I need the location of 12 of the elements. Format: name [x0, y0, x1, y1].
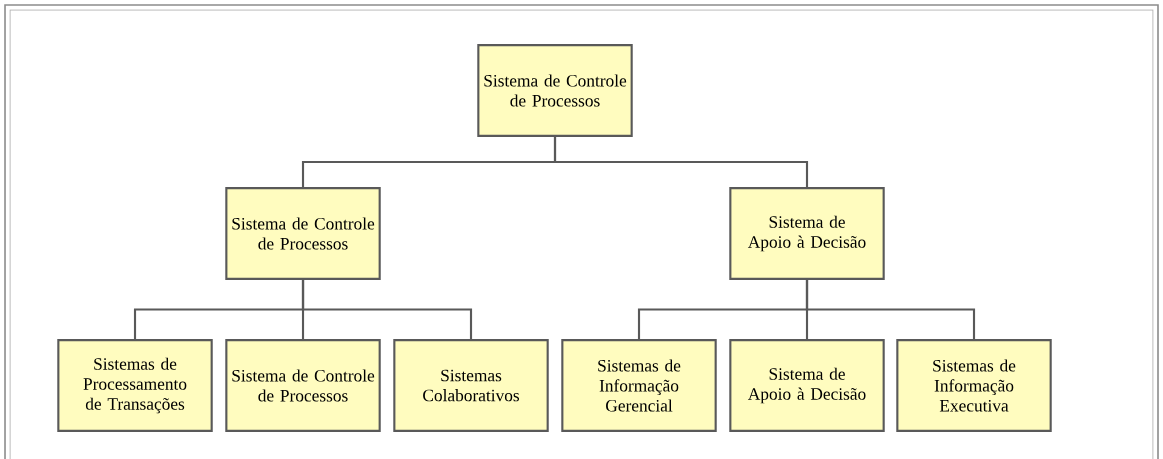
system-box: Sistemas de Informação Gerencial	[561, 339, 717, 432]
system-box: Sistema de Controle de Processos	[477, 44, 633, 137]
system-box: Sistema de Apoio à Decisão	[729, 187, 885, 280]
connector-line	[805, 279, 976, 340]
system-box: Sistema de Controle de Processos	[225, 187, 381, 280]
system-box: Sistemas de Informação Executiva	[896, 339, 1052, 432]
system-box: Sistemas Colaborativos	[393, 339, 549, 432]
system-box: Sistemas de Processamento de Transações	[57, 339, 213, 432]
system-box: Sistema de Apoio à Decisão	[729, 339, 885, 432]
connector-line	[553, 136, 809, 188]
connector-line	[301, 279, 473, 340]
system-box: Sistema de Controle de Processos	[225, 339, 381, 432]
